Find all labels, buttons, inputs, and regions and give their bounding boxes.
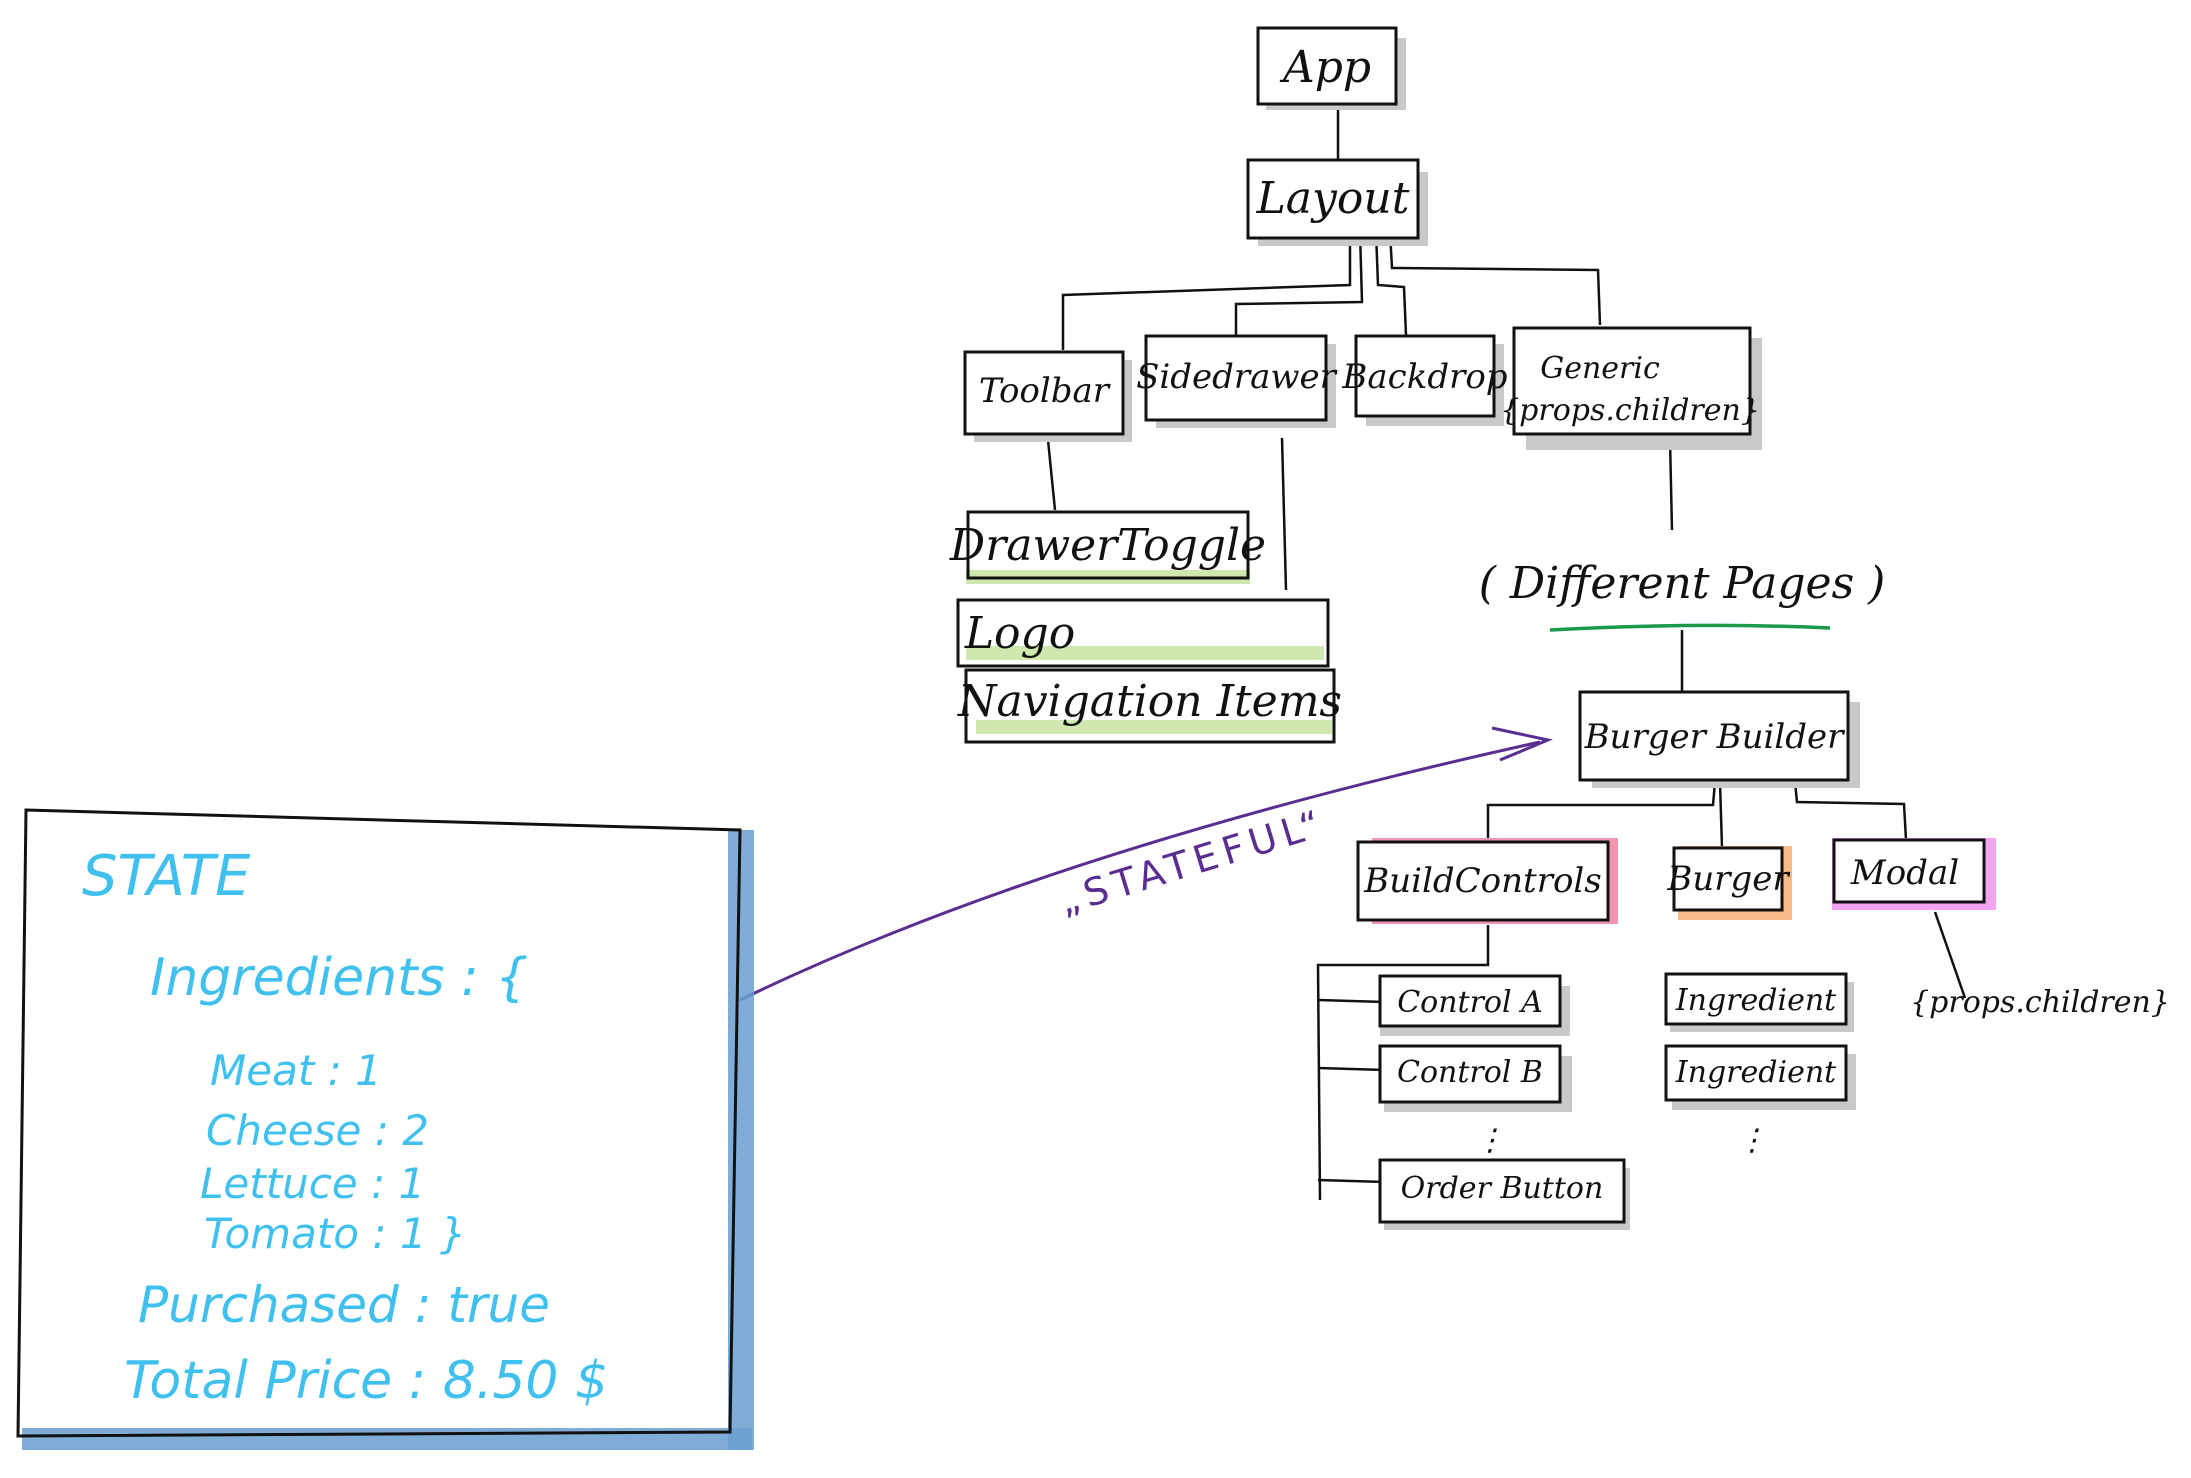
order-button-label: Order Button (1401, 1171, 1604, 1206)
generic-label: Generic (1540, 351, 1660, 386)
node-ingredient-2: Ingredient (1664, 1044, 1856, 1110)
control-a-label: Control A (1397, 985, 1543, 1020)
control-b-label: Control B (1397, 1055, 1543, 1090)
drawer-toggle-label: DrawerToggle (949, 520, 1266, 571)
burger-builder-label: Burger Builder (1584, 717, 1846, 757)
node-sidedrawer: Sidedrawer (1136, 334, 1338, 428)
state-box: STATE Ingredients : { Meat : 1 Cheese : … (16, 808, 754, 1450)
node-app: App (1256, 26, 1406, 110)
backdrop-label: Backdrop (1341, 357, 1507, 397)
node-build-controls: BuildControls (1356, 838, 1618, 924)
node-modal: Modal (1832, 838, 1996, 910)
controls-ellipsis: ⋮ (1475, 1123, 1505, 1158)
navigation-items-label: Navigation Items (957, 676, 1342, 727)
logo-label: Logo (964, 608, 1075, 659)
node-backdrop: Backdrop (1341, 334, 1508, 426)
node-drawer-toggle: DrawerToggle (949, 510, 1266, 584)
state-title: STATE (82, 844, 251, 909)
build-controls-label: BuildControls (1363, 861, 1602, 901)
modal-label: Modal (1850, 853, 1959, 893)
generic-children-label: {props.children} (1500, 393, 1760, 428)
node-logo: Logo (956, 598, 1330, 668)
node-burger-builder: Burger Builder (1578, 690, 1860, 788)
layout-label: Layout (1256, 173, 1410, 224)
node-navigation-items: Navigation Items (957, 668, 1342, 744)
burger-label: Burger (1666, 859, 1790, 899)
state-ingredients-label: Ingredients : { (150, 948, 528, 1008)
node-burger: Burger (1666, 846, 1792, 920)
ingredient-1-label: Ingredient (1675, 983, 1837, 1018)
ingredients-ellipsis: ⋮ (1737, 1123, 1767, 1158)
state-cheese: Cheese : 2 (206, 1106, 429, 1155)
node-ingredient-1: Ingredient (1664, 972, 1854, 1032)
modal-children-label: {props.children} (1910, 985, 2170, 1020)
node-order-button: Order Button (1378, 1158, 1630, 1230)
state-total-price: Total Price : 8.50 $ (124, 1351, 608, 1411)
toolbar-label: Toolbar (979, 371, 1111, 411)
app-label: App (1279, 42, 1371, 93)
node-toolbar: Toolbar (963, 350, 1132, 442)
tree-connectors (1046, 102, 1967, 1201)
sidedrawer-label: Sidedrawer (1136, 357, 1338, 397)
different-pages-label: ( Different Pages ) (1479, 558, 1886, 609)
state-tomato: Tomato : 1 } (204, 1209, 467, 1258)
node-control-a: Control A (1378, 974, 1570, 1036)
state-meat: Meat : 1 (210, 1046, 382, 1095)
state-lettuce: Lettuce : 1 (200, 1159, 425, 1208)
state-purchased: Purchased : true (138, 1276, 550, 1334)
different-pages-underline (1549, 623, 1831, 632)
node-generic: Generic {props.children} (1500, 326, 1762, 450)
node-layout: Layout (1246, 158, 1428, 246)
node-different-pages: ( Different Pages ) (1479, 558, 1886, 632)
ingredient-2-label: Ingredient (1675, 1055, 1837, 1090)
node-control-b: Control B (1378, 1044, 1572, 1112)
